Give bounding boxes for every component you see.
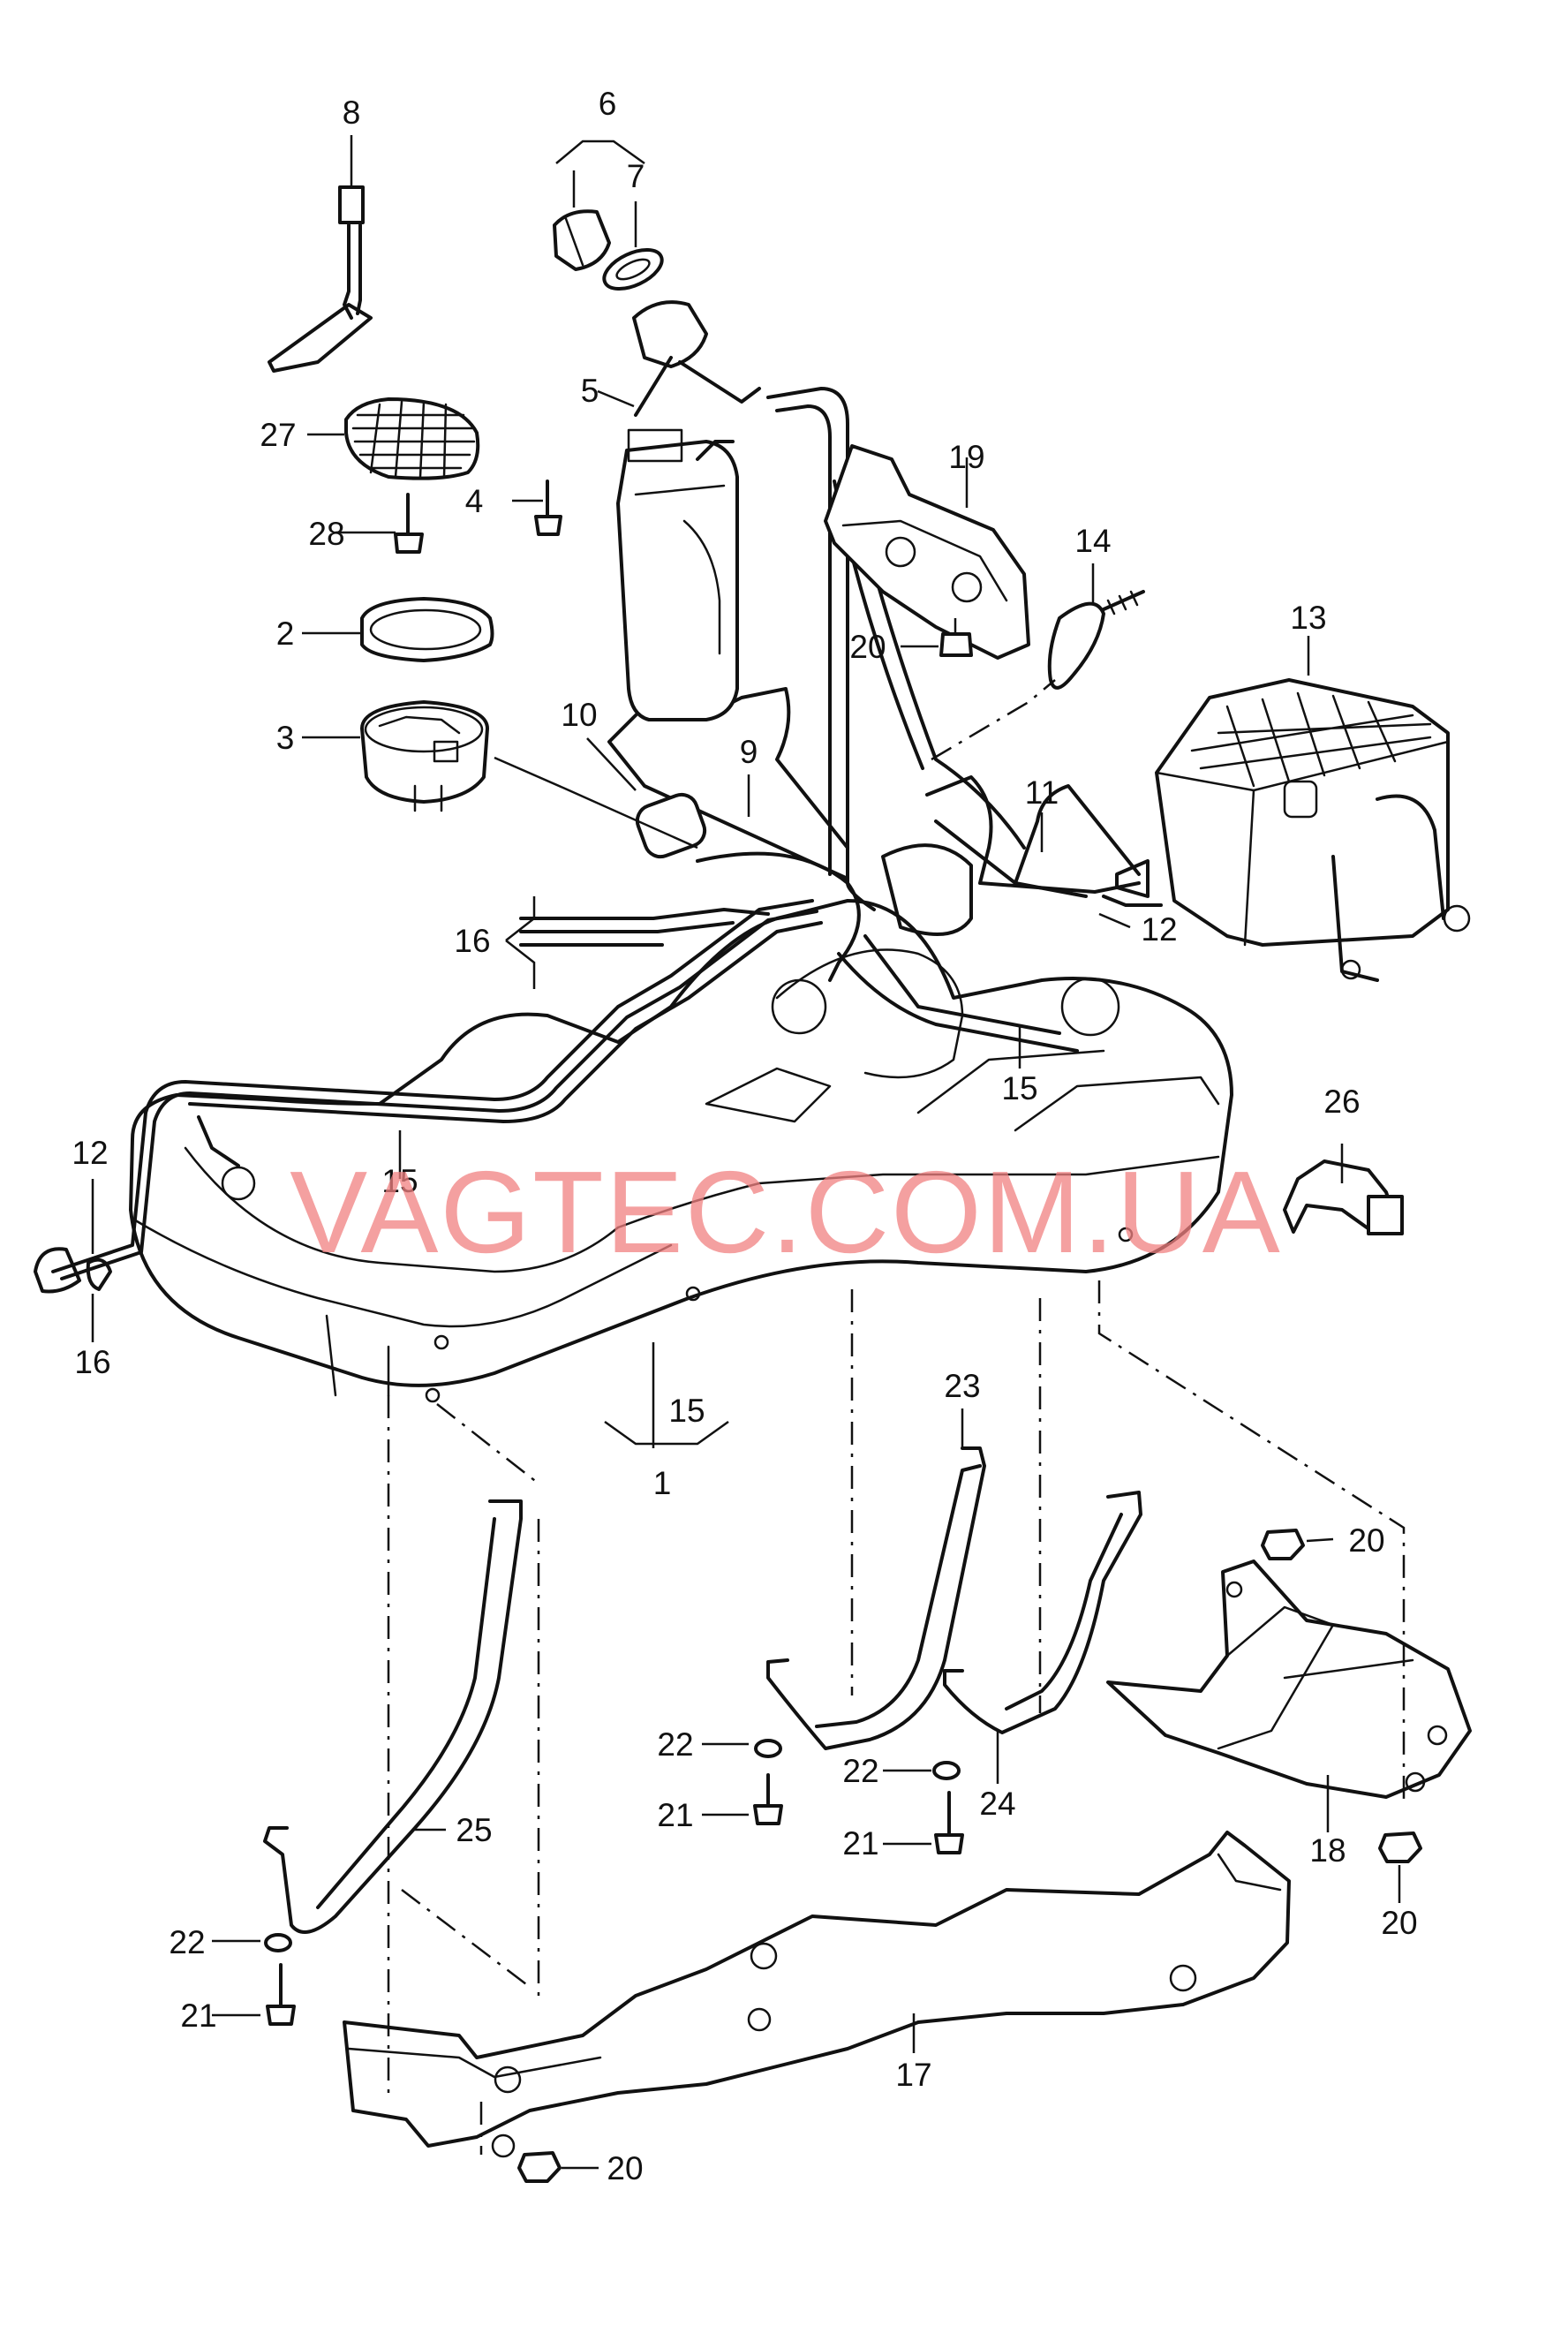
callout-16-left: 16 bbox=[74, 1344, 110, 1380]
callout-3: 3 bbox=[276, 720, 295, 756]
callout-15-bottom: 15 bbox=[668, 1393, 705, 1429]
callout-4: 4 bbox=[465, 483, 484, 519]
callout-25: 25 bbox=[456, 1812, 492, 1848]
charcoal-canister bbox=[1155, 678, 1471, 982]
callout-20-right: 20 bbox=[1348, 1522, 1384, 1559]
callout-12-right: 12 bbox=[1141, 911, 1177, 948]
callout-18: 18 bbox=[1309, 1832, 1346, 1869]
callout-6: 6 bbox=[599, 86, 617, 122]
callout-19: 19 bbox=[948, 439, 984, 475]
callout-11: 11 bbox=[1025, 774, 1059, 811]
callout-16-top: 16 bbox=[454, 923, 490, 959]
access-cover bbox=[344, 397, 562, 554]
callout-8: 8 bbox=[343, 94, 361, 131]
fuel-pump-unit bbox=[360, 597, 494, 812]
callout-23: 23 bbox=[944, 1368, 980, 1404]
callout-22-left: 22 bbox=[169, 1924, 205, 1960]
watermark-text: VAGTEC.COM.UA bbox=[290, 1147, 1282, 1277]
heat-shield-upper bbox=[824, 444, 1030, 660]
callout-14: 14 bbox=[1074, 523, 1111, 559]
callout-26: 26 bbox=[1323, 1084, 1360, 1120]
fuel-tank bbox=[129, 899, 1233, 1403]
heat-shield-right bbox=[1106, 1559, 1472, 1799]
callout-20-lower-right: 20 bbox=[1381, 1905, 1417, 1941]
callout-13: 13 bbox=[1290, 600, 1326, 636]
callout-labels: 8 6 7 5 27 4 28 2 3 10 9 19 20 14 13 11 … bbox=[72, 86, 1417, 2186]
callout-9: 9 bbox=[740, 734, 758, 770]
callout-27: 27 bbox=[260, 417, 296, 453]
callout-22-middle: 22 bbox=[657, 1726, 693, 1763]
leader-lines bbox=[91, 135, 1401, 2170]
callout-24: 24 bbox=[979, 1786, 1015, 1822]
underbody-shield bbox=[343, 1831, 1291, 2158]
filler-cap bbox=[553, 209, 664, 291]
assembly-centerlines bbox=[387, 679, 1406, 2155]
callout-21-middle: 21 bbox=[657, 1797, 693, 1833]
callout-21-left: 21 bbox=[180, 1997, 216, 2034]
level-sender bbox=[268, 185, 373, 373]
tank-straps bbox=[263, 1446, 1142, 1934]
callout-28: 28 bbox=[308, 516, 344, 552]
callout-15-left: 15 bbox=[381, 1163, 418, 1199]
callout-10: 10 bbox=[561, 697, 597, 733]
callout-22-right: 22 bbox=[842, 1753, 878, 1789]
callout-17: 17 bbox=[895, 2057, 931, 2093]
fasteners bbox=[264, 1529, 1422, 2183]
callout-1: 1 bbox=[653, 1465, 672, 1501]
tie-strap bbox=[1047, 590, 1145, 690]
filler-housing bbox=[616, 300, 761, 721]
callout-12-left: 12 bbox=[72, 1135, 108, 1171]
callout-20-upper: 20 bbox=[849, 629, 886, 665]
callout-2: 2 bbox=[276, 615, 295, 652]
bracket-clip bbox=[1283, 1159, 1404, 1235]
callout-20-bottom: 20 bbox=[607, 2150, 643, 2186]
callout-21-right: 21 bbox=[842, 1825, 878, 1862]
callout-15-right: 15 bbox=[1001, 1070, 1037, 1106]
callout-5: 5 bbox=[581, 373, 599, 409]
callout-7: 7 bbox=[627, 158, 645, 194]
